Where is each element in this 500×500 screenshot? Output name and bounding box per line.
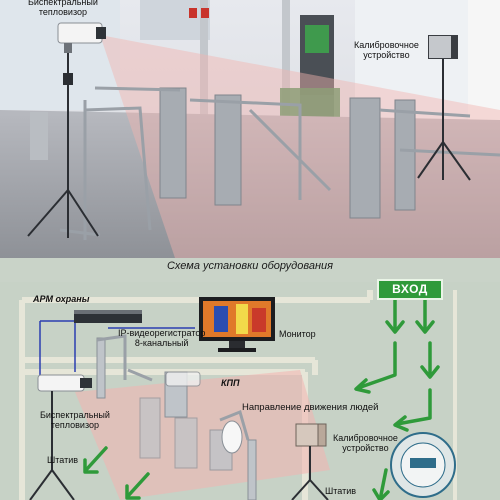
tripod-icon	[29, 391, 75, 500]
entry-sign: ВХОД	[377, 279, 443, 300]
logo-seal-icon	[390, 432, 456, 498]
monitor-icon	[199, 297, 275, 352]
blackbody-calibrator-icon	[295, 423, 327, 447]
security-workstation-label: АРМ охраны	[33, 294, 90, 304]
arrow-icon	[83, 295, 440, 500]
turnstile-icon	[96, 337, 257, 500]
tripod-left-label: Штатив	[47, 455, 79, 465]
thermal-camera-icon	[37, 371, 201, 392]
tripod-icon	[27, 53, 99, 238]
scheme-caption: Схема установки оборудования	[166, 260, 333, 272]
monitor-label: Монитор	[279, 329, 316, 339]
tripod-icon	[417, 59, 471, 181]
checkpoint-label: КПП	[221, 378, 240, 388]
tripod-icon	[291, 446, 329, 500]
camera-view-cone	[75, 370, 330, 500]
thermal-camera-icon	[57, 22, 106, 53]
blackbody-calibrator-icon	[428, 35, 458, 59]
installation-scheme	[0, 282, 500, 500]
installation-photo	[0, 0, 500, 258]
recorder-icon	[74, 310, 142, 323]
direction-label: Направление движения людей	[242, 402, 379, 413]
tripod-right-label: Штатив	[325, 486, 357, 496]
